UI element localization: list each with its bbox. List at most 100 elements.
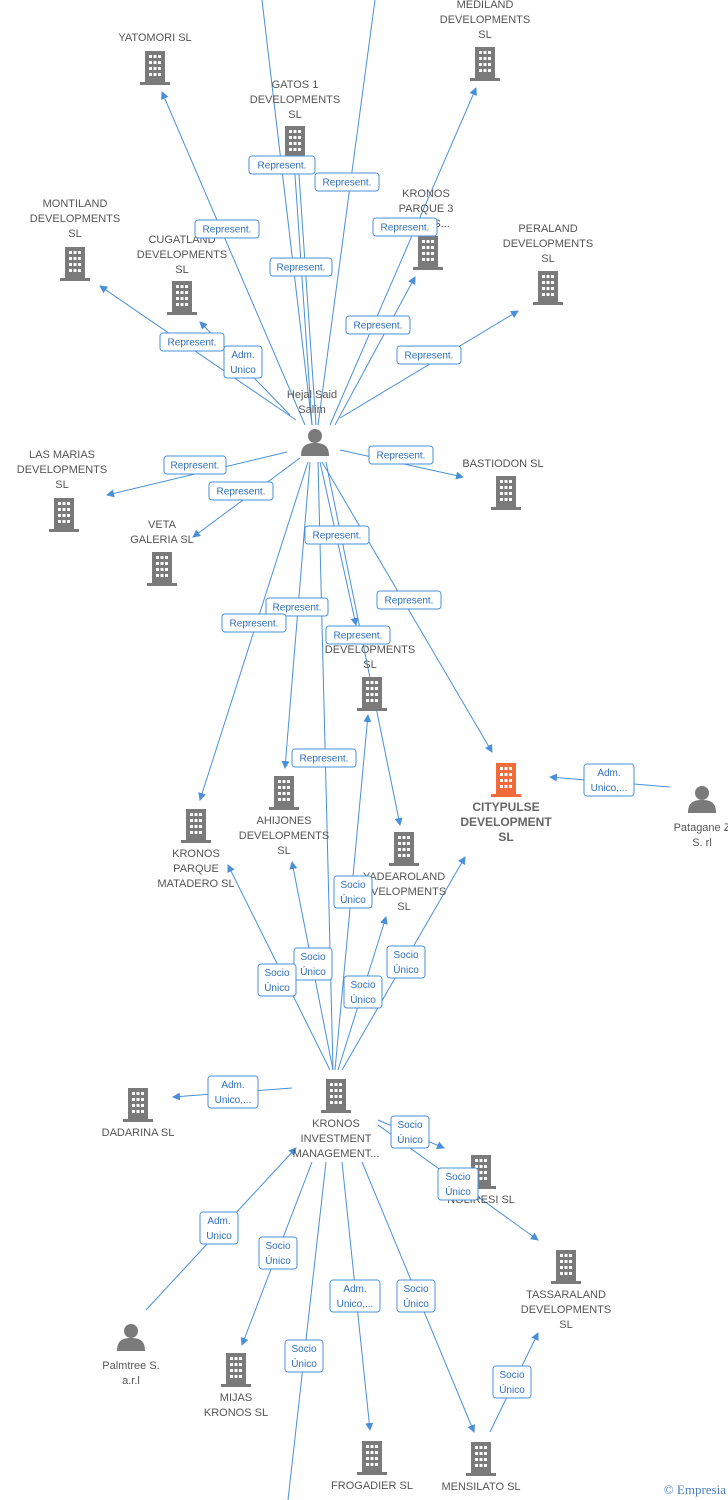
person-node-palmtree[interactable]: Palmtree S.a.r.l bbox=[102, 1324, 160, 1387]
edge-label-text: Adm. bbox=[597, 768, 620, 779]
node-label: PARQUE bbox=[173, 863, 219, 875]
edge-label-box bbox=[221, 613, 287, 633]
company-node-mensilato[interactable]: MENSILATO SL bbox=[441, 1442, 521, 1493]
edge-label-e18[interactable]: Represent. bbox=[291, 748, 357, 768]
node-label: DEVELOPMENT bbox=[460, 815, 552, 829]
company-node-bastiodon[interactable]: BASTIODON SL bbox=[462, 458, 544, 510]
company-node-yatomori[interactable]: YATOMORI SL bbox=[118, 32, 192, 85]
edge-label-e25[interactable]: Adm.Unico,... bbox=[207, 1075, 259, 1109]
edge-label-e12[interactable]: Represent. bbox=[368, 445, 434, 465]
edge-label-e17[interactable]: Represent. bbox=[325, 625, 391, 645]
edge-label-e16[interactable]: Represent. bbox=[221, 613, 287, 633]
node-label: SL bbox=[478, 29, 491, 41]
node-label: DEVELOPMENTS bbox=[17, 464, 107, 476]
edge-label-text: Represent. bbox=[354, 321, 403, 332]
edge-line bbox=[317, 0, 376, 426]
building-icon bbox=[491, 476, 521, 510]
edge-label-e14[interactable]: Represent. bbox=[265, 597, 329, 617]
edge-label-e1[interactable]: Represent. bbox=[248, 155, 316, 175]
company-node-frogadier[interactable]: FROGADIER SL bbox=[331, 1441, 413, 1492]
node-label: MATADERO SL bbox=[157, 878, 234, 890]
node-label: MANAGEMENT... bbox=[293, 1148, 380, 1160]
edge-label-e7[interactable]: Represent. bbox=[159, 332, 225, 352]
edge-label-e10[interactable]: Represent. bbox=[163, 455, 227, 475]
node-label: PARQUE 3 bbox=[399, 203, 454, 215]
edge-label-text: Socio bbox=[264, 968, 289, 979]
edge-label-e3[interactable]: Represent. bbox=[194, 219, 260, 239]
node-label: KRONOS SL bbox=[204, 1407, 268, 1419]
node-label: GALERIA SL bbox=[130, 534, 194, 546]
edge-label-e9[interactable]: Adm.Unico bbox=[223, 345, 263, 379]
company-node-dadarina[interactable]: DADARINA SL bbox=[102, 1088, 175, 1139]
edge-label-text: Único bbox=[264, 981, 290, 994]
edge-label-text: Único bbox=[393, 963, 419, 976]
building-icon bbox=[181, 809, 211, 843]
edge-label-e4[interactable]: Represent. bbox=[372, 217, 438, 237]
edge-label-text: Represent. bbox=[273, 603, 322, 614]
edge-label-text: Represent. bbox=[277, 263, 326, 274]
edge-label-e8[interactable]: Represent. bbox=[396, 345, 462, 365]
building-icon bbox=[140, 51, 170, 85]
edge-label-box bbox=[396, 1279, 436, 1313]
edge-label-e5[interactable]: Represent. bbox=[269, 257, 333, 277]
building-icon bbox=[321, 1079, 351, 1113]
edge-label-e13[interactable]: Represent. bbox=[304, 525, 370, 545]
edge-label-e6[interactable]: Represent. bbox=[345, 315, 411, 335]
company-node-kronosinv[interactable]: KRONOSINVESTMENTMANAGEMENT... bbox=[293, 1079, 380, 1160]
edge-label-text: Socio bbox=[499, 1370, 524, 1381]
edge-label-e11[interactable]: Represent. bbox=[208, 481, 274, 501]
edge-label-box bbox=[248, 155, 316, 175]
building-icon bbox=[551, 1250, 581, 1284]
person-node-patagane[interactable]: Patagane ZS. rl bbox=[674, 786, 728, 849]
edge-label-box bbox=[368, 445, 434, 465]
edge-label-text: Único bbox=[403, 1297, 429, 1310]
node-label: DEVELOPMENTS bbox=[521, 1304, 611, 1316]
node-label: SL bbox=[397, 901, 410, 913]
edge-label-text: Adm. bbox=[207, 1216, 230, 1227]
edge-line bbox=[287, 1161, 327, 1500]
edge-label-text: Represent. bbox=[171, 461, 220, 472]
node-label: Hejal Said bbox=[287, 389, 337, 401]
edge-label-text: Represent. bbox=[300, 754, 349, 765]
person-icon bbox=[688, 786, 716, 813]
edge-label-e2[interactable]: Represent. bbox=[314, 172, 380, 192]
edge-label-e15[interactable]: Represent. bbox=[376, 590, 442, 610]
edge-label-text: Socio bbox=[340, 880, 365, 891]
edge-label-text: Represent. bbox=[258, 161, 307, 172]
watermark-brand: Empresia bbox=[676, 1482, 726, 1497]
edge-line bbox=[161, 91, 306, 426]
edge-label-e30[interactable]: Adm.Unico,... bbox=[329, 1279, 381, 1313]
node-label: Patagane Z bbox=[674, 822, 728, 834]
edge-line bbox=[99, 285, 297, 421]
edge-label-box bbox=[199, 1211, 239, 1245]
edge-label-e28[interactable]: Adm.Unico bbox=[199, 1211, 239, 1245]
edge-label-e19[interactable]: Adm.Unico,... bbox=[583, 763, 635, 797]
building-icon bbox=[167, 281, 197, 315]
